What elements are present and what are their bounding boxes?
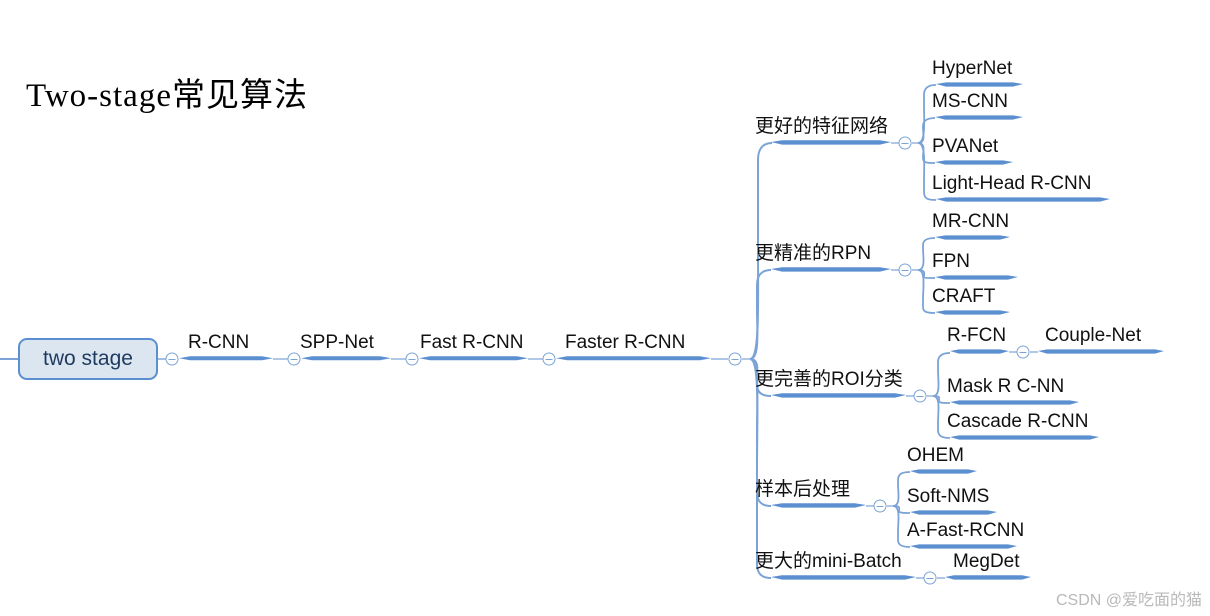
topic-better-roi-classification[interactable]: 更完善的ROI分类 bbox=[755, 369, 903, 390]
root-node-label: two stage bbox=[43, 347, 133, 370]
page-title: Two-stage常见算法 bbox=[26, 78, 308, 114]
topic-faster-r-cnn[interactable]: Faster R-CNN bbox=[565, 332, 686, 353]
collapse-toggle-icon-fast-r-cnn[interactable] bbox=[542, 352, 556, 366]
collapse-toggle-icon-r-cnn[interactable] bbox=[287, 352, 301, 366]
collapse-toggle-icon-r-fcn[interactable] bbox=[1016, 345, 1030, 359]
topic-mask-r-c-nn[interactable]: Mask R C-NN bbox=[947, 376, 1065, 397]
collapse-toggle-icon-more-accurate-rpn[interactable] bbox=[898, 263, 912, 277]
topic-better-feature-network[interactable]: 更好的特征网络 bbox=[755, 116, 889, 137]
topic-r-fcn[interactable]: R-FCN bbox=[947, 325, 1007, 346]
topic-light-head-r-cnn[interactable]: Light-Head R-CNN bbox=[932, 173, 1092, 194]
topic-fast-r-cnn[interactable]: Fast R-CNN bbox=[420, 332, 524, 353]
root-node-two-stage[interactable]: two stage bbox=[18, 338, 158, 380]
topic-pvanet[interactable]: PVANet bbox=[932, 136, 999, 157]
collapse-toggle-icon-spp-net[interactable] bbox=[405, 352, 419, 366]
topic-soft-nms[interactable]: Soft-NMS bbox=[907, 486, 990, 507]
topic-cascade-r-cnn[interactable]: Cascade R-CNN bbox=[947, 411, 1089, 432]
topic-larger-mini-batch[interactable]: 更大的mini-Batch bbox=[755, 551, 902, 572]
topic-sample-post-processing[interactable]: 样本后处理 bbox=[755, 479, 851, 500]
collapse-toggle-icon-larger-mini-batch[interactable] bbox=[923, 571, 937, 585]
topic-spp-net[interactable]: SPP-Net bbox=[300, 332, 374, 353]
topic-mr-cnn[interactable]: MR-CNN bbox=[932, 211, 1010, 232]
collapse-toggle-icon-sample-post-processing[interactable] bbox=[873, 499, 887, 513]
topic-fpn[interactable]: FPN bbox=[932, 251, 970, 272]
collapse-toggle-icon-root[interactable] bbox=[165, 352, 179, 366]
topic-craft[interactable]: CRAFT bbox=[932, 286, 996, 307]
topic-more-accurate-rpn[interactable]: 更精准的RPN bbox=[755, 243, 872, 264]
collapse-toggle-icon-better-feature-network[interactable] bbox=[898, 136, 912, 150]
collapse-toggle-icon-faster-r-cnn[interactable] bbox=[728, 352, 742, 366]
topic-couple-net[interactable]: Couple-Net bbox=[1045, 325, 1142, 346]
topic-r-cnn[interactable]: R-CNN bbox=[188, 332, 250, 353]
topic-a-fast-rcnn[interactable]: A-Fast-RCNN bbox=[907, 520, 1025, 541]
topic-hypernet[interactable]: HyperNet bbox=[932, 58, 1013, 79]
topic-ms-cnn[interactable]: MS-CNN bbox=[932, 91, 1008, 112]
csdn-watermark: CSDN @爱吃面的猫 bbox=[1055, 592, 1202, 609]
collapse-toggle-icon-better-roi-classification[interactable] bbox=[913, 389, 927, 403]
topic-ohem[interactable]: OHEM bbox=[907, 445, 964, 466]
topic-megdet[interactable]: MegDet bbox=[953, 551, 1020, 572]
